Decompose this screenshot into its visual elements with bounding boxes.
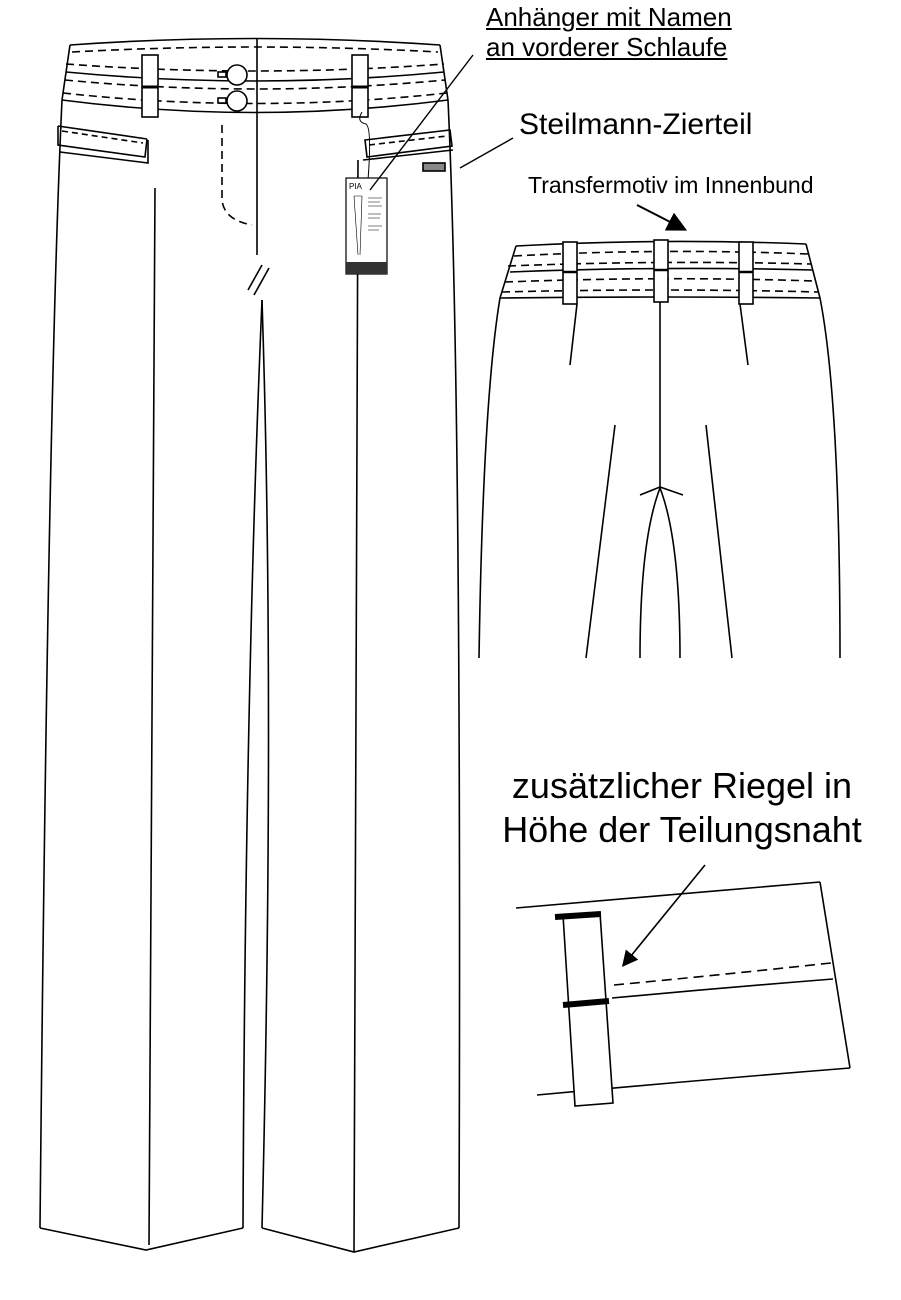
riegel-bartack-added [562, 998, 610, 1008]
transfer-label: Transfermotiv im Innenbund [528, 172, 814, 198]
hang-tag-title: PIA [349, 182, 362, 191]
callout-tag-line [369, 54, 474, 191]
tag-label: Anhänger mit Namen an vorderer Schlaufe [486, 2, 732, 63]
hang-tag [345, 177, 388, 275]
left-crease [148, 187, 156, 1246]
front-view-trousers [39, 37, 461, 1253]
callouts [369, 54, 706, 967]
tag-label-line1: Anhänger mit Namen [486, 2, 732, 32]
deco-part-label: Steilmann-Zierteil [519, 108, 753, 141]
right-leg-hem [261, 1227, 460, 1253]
fly-stitching [221, 125, 253, 226]
riegel-bartack-top [554, 911, 602, 920]
right-leg-outer [447, 99, 461, 1229]
button-bottom [226, 90, 248, 112]
callout-transfer-arrow [636, 204, 688, 231]
tag-label-line2: an vorderer Schlaufe [486, 31, 728, 62]
welt-pocket-left [57, 125, 148, 158]
riegel-label-line2: Höhe der Teilungsnaht [502, 809, 862, 850]
front-waistband-top [69, 37, 441, 46]
left-leg-outer [39, 99, 63, 1229]
back-side-left [478, 297, 501, 659]
back-view-trousers [478, 239, 841, 659]
welt-pocket-right [364, 129, 453, 158]
left-leg-inseam [242, 299, 263, 1229]
riegel-label: zusätzlicher Riegel in Höhe der Teilungs… [484, 764, 880, 852]
detail-belt-loop [562, 912, 614, 1107]
right-crease [353, 159, 359, 1253]
callout-riegel-arrow [621, 864, 706, 967]
riegel-label-line1: zusätzlicher Riegel in [511, 765, 853, 806]
button-top [226, 64, 248, 86]
steilmann-deco-part [422, 162, 446, 172]
waistband-seam [65, 71, 445, 82]
back-side-right [819, 297, 841, 659]
right-leg-inseam [261, 299, 270, 1229]
detail-view-riegel [515, 881, 851, 1107]
front-waistband-bottom [61, 99, 449, 114]
callout-deco-line [459, 137, 514, 169]
detail-seam [611, 978, 834, 999]
left-leg-hem [39, 1227, 244, 1251]
